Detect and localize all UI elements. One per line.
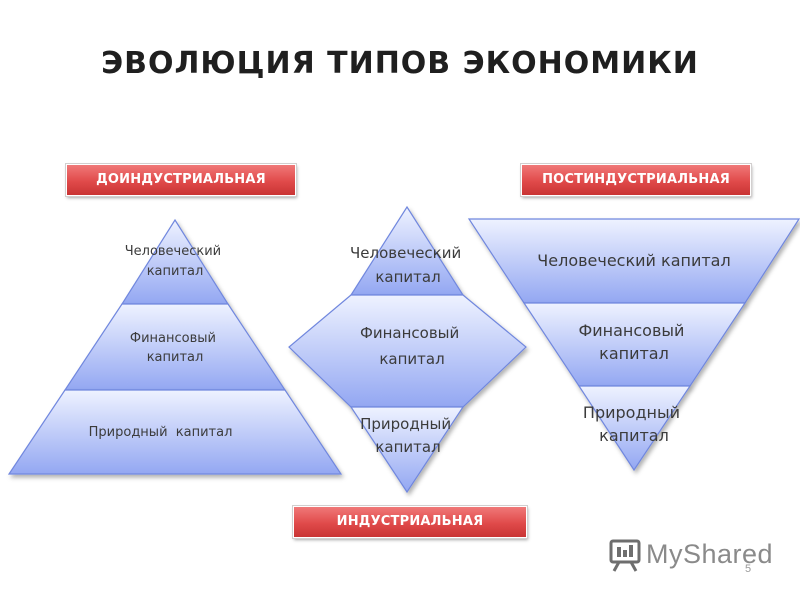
inverted-bottom-label: Природный капитал — [583, 403, 685, 445]
presentation-board-icon — [609, 539, 641, 572]
diamond: Человеческий капитал Финансовый капитал … — [288, 205, 527, 494]
pyramid-top-segment — [120, 218, 230, 305]
diamond-middle-label: Финансовый капитал — [360, 324, 464, 368]
pyramid-middle-label: Финансовый капитал — [130, 331, 220, 365]
pyramid: Человеческий капитал Финансовый капитал … — [0, 0, 343, 475]
pyramid-middle-segment — [63, 303, 287, 391]
inverted-middle-label: Финансовый капитал — [578, 321, 689, 363]
diamond-bottom-label: Природный капитал — [360, 415, 456, 456]
industrial-label: ИНДУСТРИАЛЬНАЯ — [292, 505, 528, 539]
diamond-top-label: Человеческий капитал — [350, 244, 466, 286]
inverted-bottom-segment — [577, 385, 692, 472]
pyramid-bottom-segment — [7, 389, 343, 475]
watermark-logo: MyShared — [608, 535, 773, 575]
postindustrial-label: ПОСТИНДУСТРИАЛЬНАЯ — [520, 163, 752, 197]
pyramid-top-label: Человеческий капитал — [125, 244, 226, 279]
page-number: 5 — [744, 563, 752, 575]
preindustrial-label: ДОИНДУСТРИАЛЬНАЯ — [65, 163, 297, 197]
diamond-bottom-segment — [349, 406, 465, 494]
inverted-pyramid: Человеческий капитал Финансовый капитал … — [467, 218, 800, 472]
watermark-text: MyShared — [646, 539, 774, 569]
pyramid-bottom-label: Природный капитал — [0, 0, 261, 440]
inverted-top-label: Человеческий капитал — [537, 251, 730, 270]
slide-title: ЭВОЛЮЦИЯ ТИПОВ ЭКОНОМИКИ — [101, 46, 699, 81]
